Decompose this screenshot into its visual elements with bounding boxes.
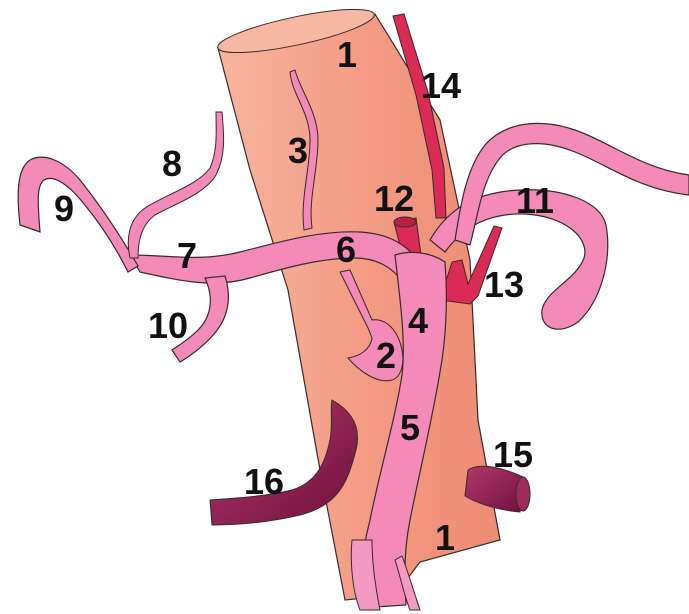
label-8: 8 bbox=[162, 143, 182, 184]
label-14: 14 bbox=[421, 65, 461, 106]
vessel-9 bbox=[18, 157, 138, 272]
label-2: 2 bbox=[376, 335, 396, 376]
label-10: 10 bbox=[148, 305, 188, 346]
label-12: 12 bbox=[374, 178, 414, 219]
label-1-bottom: 1 bbox=[435, 517, 455, 558]
vessel-15-opening bbox=[516, 477, 530, 511]
label-6: 6 bbox=[336, 229, 356, 270]
label-11: 11 bbox=[516, 180, 554, 221]
label-3: 3 bbox=[288, 130, 308, 171]
label-9: 9 bbox=[54, 188, 74, 229]
label-7: 7 bbox=[177, 235, 197, 276]
label-16: 16 bbox=[244, 461, 284, 502]
label-15: 15 bbox=[493, 434, 533, 475]
label-4: 4 bbox=[408, 300, 428, 341]
label-1-top: 1 bbox=[337, 34, 357, 75]
label-5: 5 bbox=[400, 407, 420, 448]
vessel-8 bbox=[128, 112, 223, 258]
label-13: 13 bbox=[484, 264, 524, 305]
